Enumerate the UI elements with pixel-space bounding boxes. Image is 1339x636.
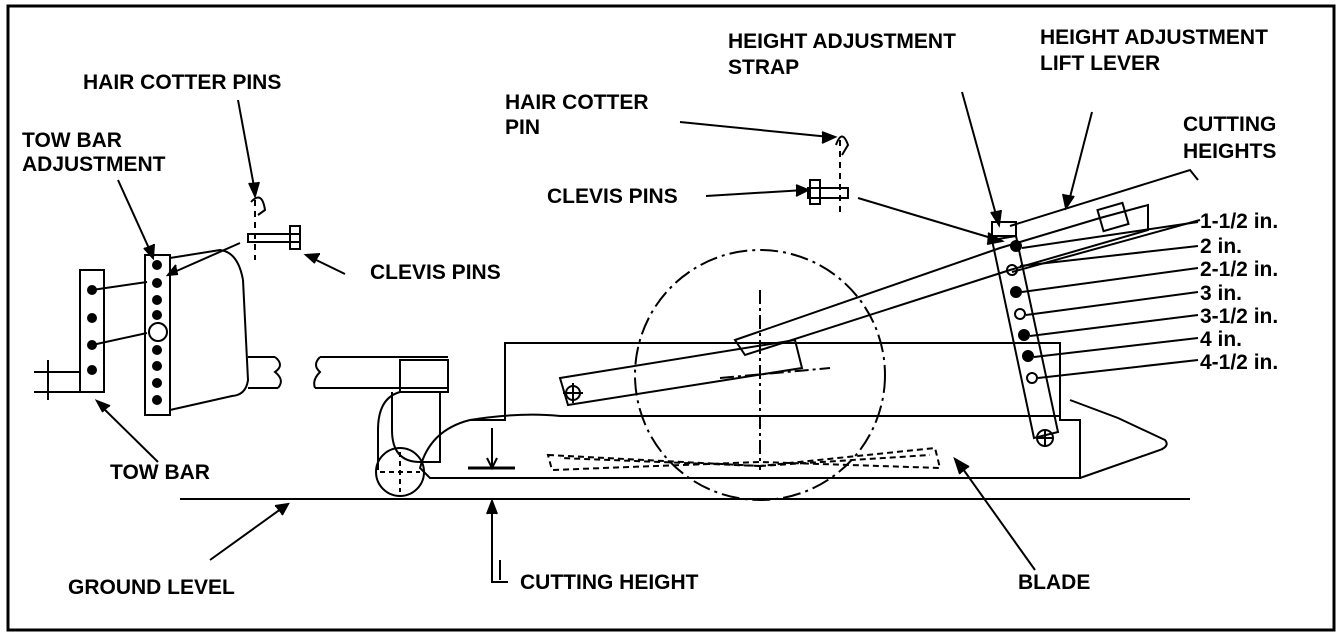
tow-bar-adjustment-bracket [144,254,171,416]
label-hair-cotter-pins: HAIR COTTER PINS [83,71,281,94]
label-ground-level: GROUND LEVEL [68,576,235,599]
label-tow-bar: TOW BAR [110,461,210,484]
label-height-adjustment-strap-line1: HEIGHT ADJUSTMENT [728,30,956,53]
label-clevis-pins-center: CLEVIS PINS [547,185,678,208]
label-clevis-pins-left: CLEVIS PINS [370,261,501,284]
cutting-height-value: 2-1/2 in. [1200,258,1278,281]
label-tow-bar-adjustment-line2: ADJUSTMENT [22,153,166,176]
diagram-border [6,4,1336,632]
leader-lines [94,91,1199,583]
label-hair-cotter-pin-line2: PIN [505,116,540,139]
cutting-height-value: 4-1/2 in. [1200,351,1278,374]
label-cutting-heights-line2: HEIGHTS [1183,140,1276,163]
mower-body [313,168,1201,501]
cutting-height-value: 1-1/2 in. [1200,210,1278,233]
label-height-adjustment-lift-lever-line1: HEIGHT ADJUSTMENT [1040,26,1268,49]
left-pins [247,196,301,260]
label-cutting-height: CUTTING HEIGHT [520,571,699,594]
tow-bar-assembly [34,248,282,416]
label-height-adjustment-lift-lever-line2: LIFT LEVER [1040,52,1160,75]
label-cutting-heights-line1: CUTTING [1183,113,1276,136]
label-tow-bar-adjustment-line1: TOW BAR [22,129,122,152]
cutting-height-value: 2 in. [1200,235,1242,258]
tow-bar-plate [79,269,105,393]
center-pins [807,135,850,215]
label-hair-cotter-pin-line1: HAIR COTTER [505,91,649,114]
label-height-adjustment-strap-line2: STRAP [728,56,799,79]
cutting-height-value: 3-1/2 in. [1200,305,1278,328]
cutting-height-value: 4 in. [1200,328,1242,351]
rear-wheel [634,249,886,501]
label-blade: BLADE [1018,571,1090,594]
cutting-height-value: 3 in. [1200,282,1242,305]
